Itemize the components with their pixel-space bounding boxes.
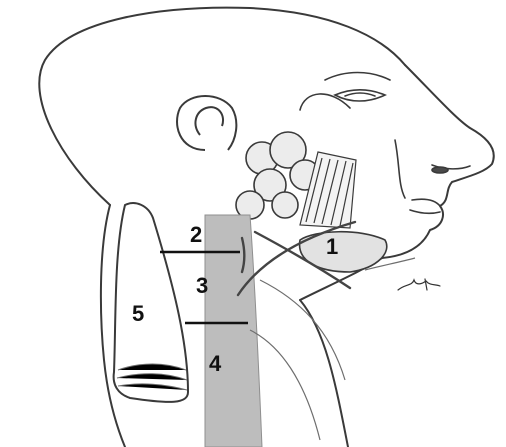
artist-signature: [398, 279, 440, 290]
level-label-5: 5: [132, 301, 144, 326]
head-outline: [39, 8, 493, 447]
jugular-zone-band: [205, 215, 262, 447]
level-label-1: 1: [326, 234, 338, 259]
level-label-2: 2: [190, 222, 202, 247]
posterior-triangle: [114, 203, 188, 402]
level-label-4: 4: [209, 351, 222, 376]
level-label-3: 3: [196, 273, 208, 298]
ear: [177, 96, 236, 150]
